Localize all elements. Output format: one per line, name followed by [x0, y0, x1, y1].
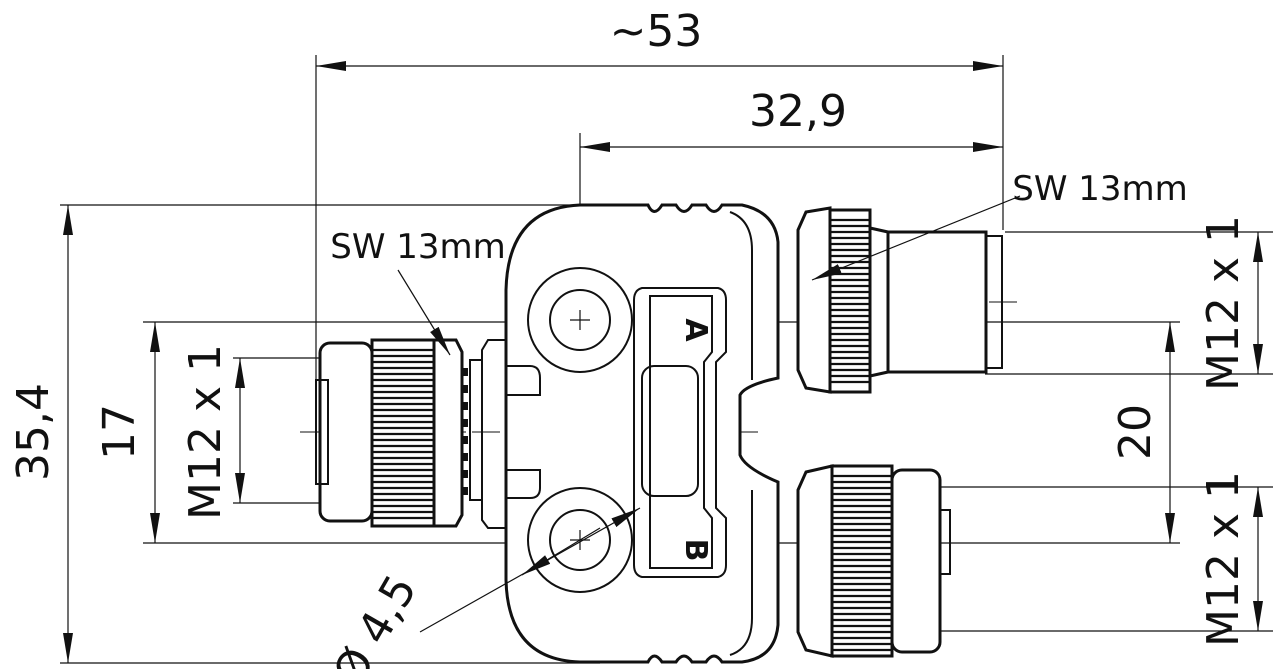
dim-port-spacing: 20: [1110, 404, 1161, 460]
thread-right-bottom: M12 x 1: [1198, 471, 1249, 647]
thread-right-top: M12 x 1: [1198, 215, 1249, 391]
left-connector-pins: [462, 368, 468, 495]
wrench-size-right: SW 13mm: [1012, 169, 1188, 209]
port-label-a: A: [678, 318, 713, 342]
dim-offset-length: 32,9: [749, 86, 847, 137]
dim-hole-diameter: Ø 4,5: [324, 567, 427, 669]
port-label-b: B: [678, 539, 713, 562]
right-top-knurl: [830, 218, 870, 384]
dimension-lines: [63, 61, 1263, 663]
port-b: [527, 487, 633, 593]
dim-overall-height: 35,4: [8, 383, 59, 481]
right-bottom-connector: [796, 464, 951, 658]
y-distributor-body: [481, 203, 780, 664]
left-knurl: [372, 348, 434, 520]
leader-lines: [397, 195, 1021, 633]
wrench-size-left: SW 13mm: [330, 227, 506, 267]
right-top-connector: [796, 206, 1003, 394]
dim-overall-length: ~53: [610, 6, 703, 57]
dim-left-connector-height: 17: [94, 404, 145, 460]
right-bottom-knurl: [832, 474, 892, 652]
left-connector: [315, 338, 483, 528]
port-a: [527, 267, 633, 373]
thread-left: M12 x 1: [180, 344, 231, 520]
